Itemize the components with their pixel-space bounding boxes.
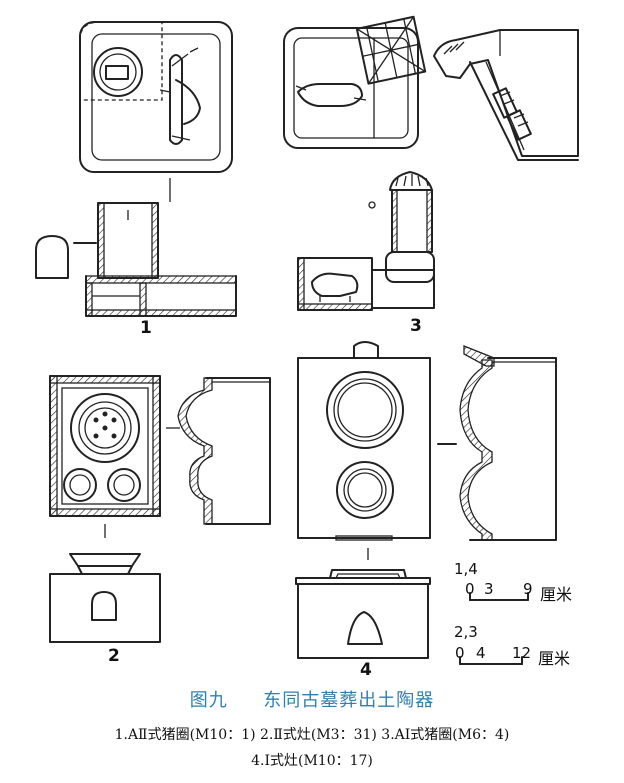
fig2-section (177, 377, 271, 525)
scale-tick-0b: 0 (455, 644, 465, 662)
fig3-side-view (433, 29, 579, 161)
fig2-front-view (49, 553, 161, 643)
fig1-top-view (79, 21, 233, 173)
fig4-top-view (297, 341, 431, 541)
scale-tick-3: 3 (484, 580, 494, 598)
fig3-section (297, 171, 435, 311)
figure-label-3: 3 (410, 316, 422, 336)
scale-group-2: 2,3 (454, 623, 478, 641)
figure-drawings (35, 15, 579, 665)
scale-bar-1 (469, 592, 529, 601)
figure-label-2: 2 (108, 646, 120, 666)
scale-tick-9: 9 (523, 580, 533, 598)
fig1-section (35, 202, 237, 317)
scale-tick-4: 4 (476, 644, 486, 662)
figure-number: 图九 (189, 690, 228, 711)
figure-label-1: 1 (140, 318, 152, 338)
fig2-top-view (49, 375, 161, 517)
fig4-section (459, 345, 557, 541)
caption-line-2: 4.Ⅰ式灶(M10：17) (251, 753, 373, 769)
fig4-front-view (295, 569, 431, 659)
caption-line-1: 1.AⅡ式猪圈(M10：1) 2.Ⅱ式灶(M3：31) 3.AⅠ式猪圈(M6：4… (114, 727, 510, 743)
scale-tick-12: 12 (512, 644, 532, 662)
figure-label-4: 4 (360, 660, 372, 680)
scale-unit-2: 厘米 (538, 649, 571, 668)
fig3-top-view (283, 15, 427, 149)
scale-group-1: 1,4 (454, 560, 478, 578)
figure-title: 图九 东同古墓葬出土陶器 (0, 686, 624, 712)
scale-tick-0: 0 (465, 580, 475, 598)
scale-bar-2 (459, 656, 523, 665)
scale-unit-1: 厘米 (540, 585, 573, 604)
figure-title-text: 东同古墓葬出土陶器 (263, 690, 435, 711)
